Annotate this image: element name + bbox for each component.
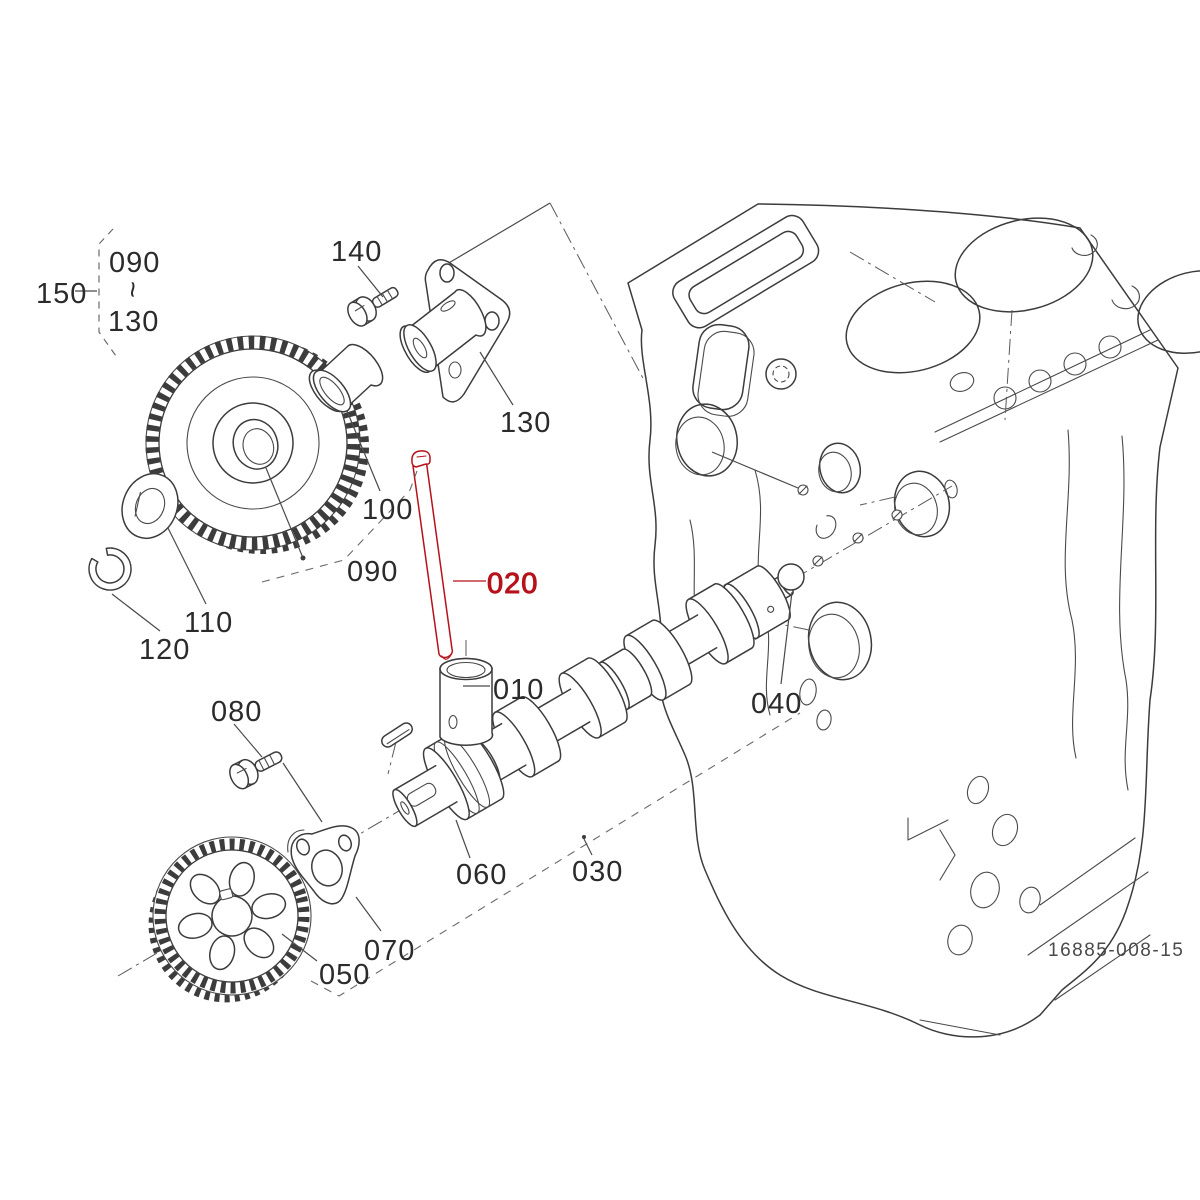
callout-140: 140 bbox=[331, 236, 382, 268]
callout-040: 040 bbox=[751, 688, 802, 720]
cam-gear-lightening-holes bbox=[177, 861, 287, 971]
camshaft bbox=[392, 565, 794, 828]
washer bbox=[121, 473, 179, 539]
small-screw-icon bbox=[891, 509, 903, 521]
callout-080: 080 bbox=[211, 696, 262, 728]
collar bbox=[308, 343, 384, 413]
callout-020-highlighted: 020 bbox=[487, 568, 538, 600]
block-front-opening bbox=[692, 323, 755, 417]
callout-100: 100 bbox=[362, 494, 413, 526]
engine-block bbox=[627, 203, 1200, 1038]
callout-060: 060 bbox=[456, 859, 507, 891]
callout-labels: 150 090 ~ 130 140 130 100 090 110 120 02… bbox=[36, 236, 1184, 991]
tappet bbox=[439, 657, 494, 746]
retainer-plate bbox=[287, 825, 360, 905]
small-screw-icon bbox=[852, 532, 864, 544]
group-boundary-dashed bbox=[310, 712, 801, 997]
callout-050: 050 bbox=[319, 959, 370, 991]
plate-bolt bbox=[229, 751, 283, 790]
cylinder-bore bbox=[954, 217, 1094, 313]
leader-lines bbox=[111, 265, 793, 962]
tensioner-mount-leader bbox=[441, 202, 551, 268]
snap-ring bbox=[88, 547, 132, 591]
callout-range-end: 130 bbox=[108, 306, 159, 338]
ball-040 bbox=[777, 563, 805, 591]
block-top-recess bbox=[672, 214, 820, 329]
callout-range-start: 090 bbox=[109, 247, 160, 279]
range-tilde: ~ bbox=[116, 281, 148, 299]
callout-010: 010 bbox=[493, 674, 544, 706]
cam-bore bbox=[807, 601, 873, 681]
small-screw-icon bbox=[812, 555, 824, 567]
tensioner-bracket bbox=[399, 259, 511, 403]
callout-030: 030 bbox=[572, 856, 623, 888]
group-bracket-150 bbox=[75, 228, 117, 357]
drawing-number: 16885-008-15 bbox=[1048, 940, 1184, 961]
callout-110: 110 bbox=[184, 607, 233, 639]
callout-130: 130 bbox=[500, 407, 551, 439]
small-screw-icon bbox=[797, 484, 809, 496]
callout-090: 090 bbox=[347, 556, 398, 588]
tensioner-bolt bbox=[347, 286, 399, 327]
cylinder-bore bbox=[845, 280, 981, 374]
cam-gear bbox=[148, 836, 312, 1003]
callout-120: 120 bbox=[139, 634, 190, 666]
callout-070: 070 bbox=[364, 935, 415, 967]
woodruff-key bbox=[381, 722, 413, 748]
camshaft-centerline bbox=[117, 485, 953, 977]
push-rod-highlighted bbox=[411, 450, 454, 660]
callout-150: 150 bbox=[36, 278, 87, 310]
tensioner-mount-centerline bbox=[549, 202, 646, 383]
cylinder-bore-partial bbox=[1137, 269, 1200, 355]
